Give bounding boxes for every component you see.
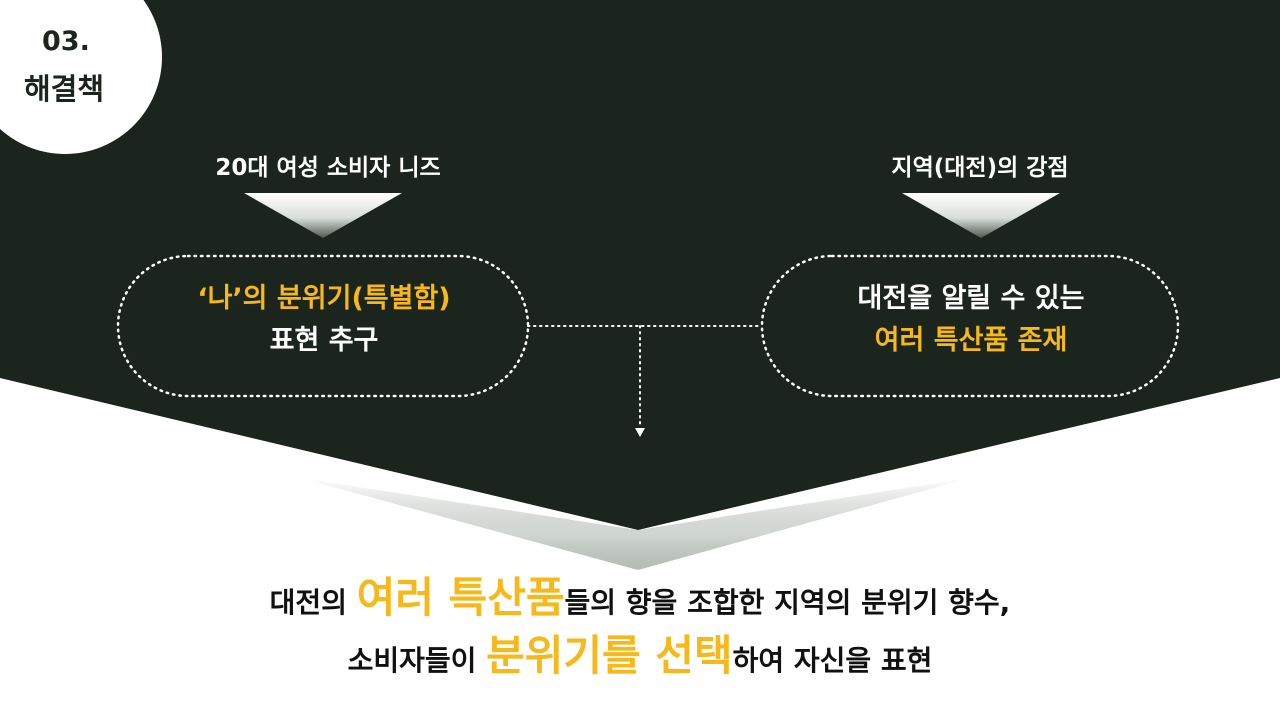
right-down-arrow-icon: [902, 193, 1060, 238]
conclusion-line-2: 소비자들이 분위기를 선택하여 자신을 표현: [140, 628, 1140, 689]
conclusion-1a: 대전의: [269, 586, 357, 619]
left-down-arrow-icon: [244, 193, 402, 238]
chevron-glow: [300, 478, 970, 570]
conclusion-2c: 하여 자신을 표현: [732, 644, 933, 677]
left-heading: 20대 여성 소비자 니즈: [215, 155, 441, 181]
conclusion-line-1: 대전의 여러 특산품들의 향을 조합한 지역의 분위기 향수,: [140, 570, 1140, 631]
conclusion-2-highlight: 분위기를 선택: [486, 631, 733, 680]
left-box-line2: 표현 추구: [269, 325, 379, 356]
right-dotted-box: [760, 254, 1180, 398]
right-box-line2: 여러 특산품 존재: [874, 325, 1068, 356]
conclusion-2a: 소비자들이: [347, 644, 487, 677]
left-box-text: ‘나’의 분위기(특별함) 표현 추구: [120, 278, 528, 362]
right-heading: 지역(대전)의 강점: [891, 155, 1069, 181]
dark-panel: [0, 0, 1280, 530]
connector-arrowhead-icon: [635, 428, 645, 437]
section-title: 해결책: [24, 72, 105, 106]
conclusion-1-highlight: 여러 특산품: [356, 573, 565, 622]
section-number: 03.: [42, 26, 90, 57]
left-box-line1: ‘나’의 분위기(특별함): [197, 283, 451, 314]
right-box-line1: 대전을 알릴 수 있는: [857, 283, 1085, 314]
conclusion-1c: 들의 향을 조합한 지역의 분위기 향수,: [564, 586, 1011, 619]
right-box-text: 대전을 알릴 수 있는 여러 특산품 존재: [766, 278, 1176, 362]
